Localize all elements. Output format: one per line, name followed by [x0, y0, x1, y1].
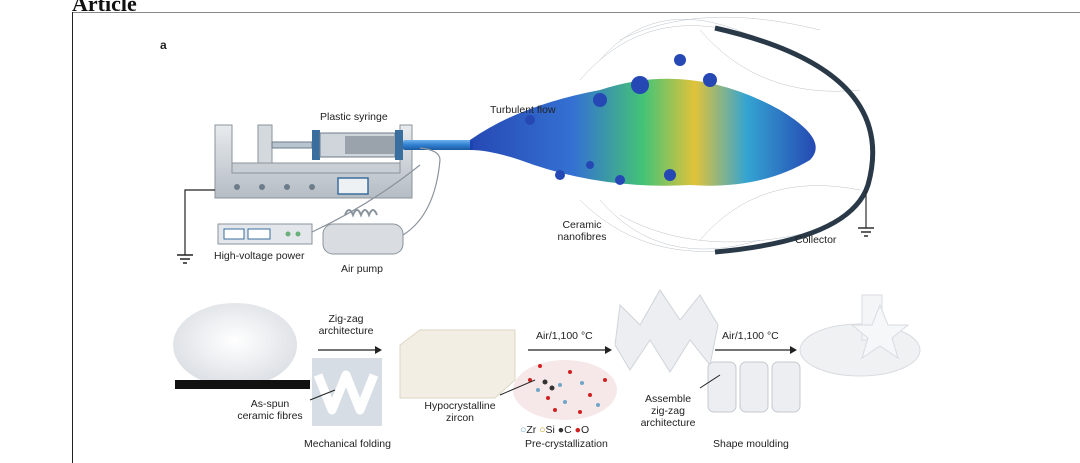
left-margin-rule [72, 12, 73, 463]
zig-zag-block [614, 289, 719, 373]
crystal-structure [513, 360, 617, 420]
panel-letter: a [160, 38, 167, 52]
assembled-zig-zag [707, 361, 801, 413]
brick-sample [399, 329, 516, 399]
fibre-jet [470, 16, 876, 255]
label-plastic-syringe: Plastic syringe [320, 111, 388, 123]
header-rule [72, 12, 1080, 13]
label-high-voltage-power: High-voltage power [214, 250, 305, 262]
label-pre-crystallization: Pre-crystallization [525, 438, 608, 450]
label-mechanical-folding: Mechanical folding [304, 438, 391, 450]
crystal-legend: ○Zr ○Si ●C ●O [520, 424, 590, 436]
label-collector: Collector [795, 234, 837, 246]
electrospinning-apparatus [177, 124, 473, 264]
label-turbulent-flow: Turbulent flow [490, 104, 556, 116]
label-air-temp-1: Air/1,100 °C [536, 330, 593, 342]
as-spun-fibre-sample [173, 303, 297, 387]
label-air-temp-2: Air/1,100 °C [722, 330, 779, 342]
label-air-pump: Air pump [341, 263, 384, 275]
label-shape-moulding: Shape moulding [713, 438, 789, 450]
ruler [175, 380, 310, 389]
